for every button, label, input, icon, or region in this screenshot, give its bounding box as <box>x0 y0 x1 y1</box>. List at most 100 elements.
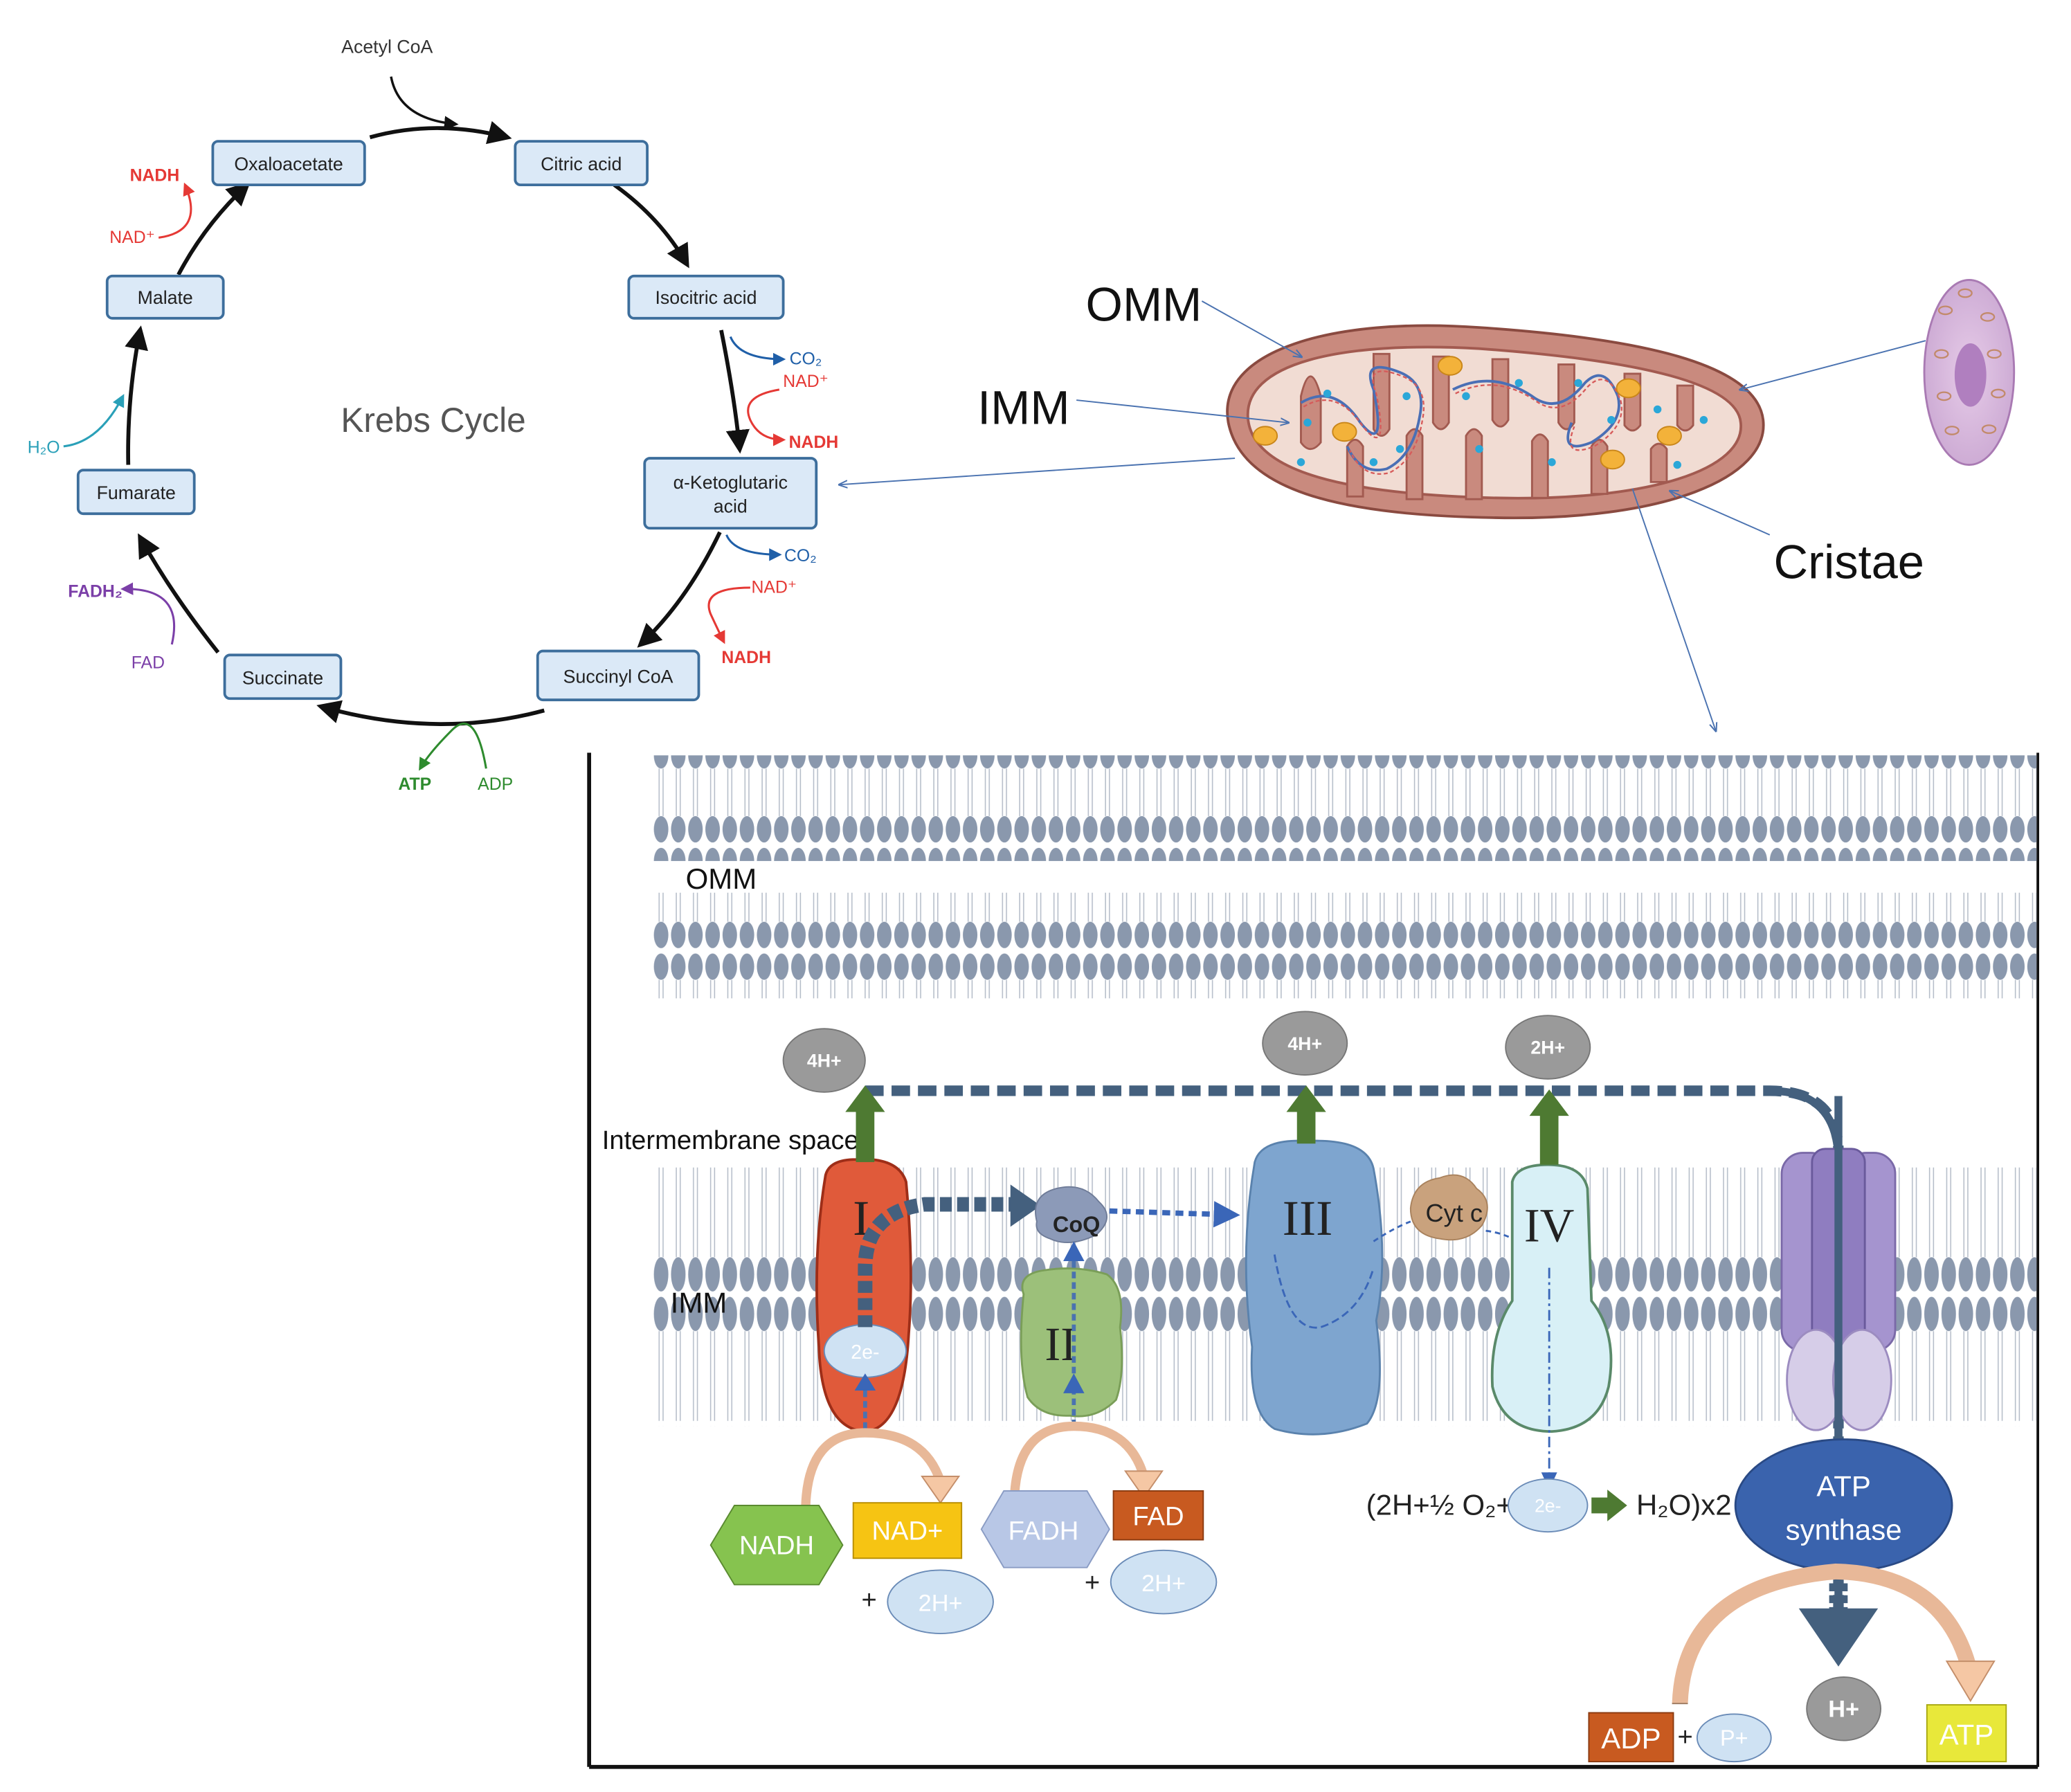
succinyl-atp: ATP <box>398 775 431 794</box>
etc-omm-label: OMM <box>686 862 757 895</box>
atp-label: ATP <box>1939 1718 1994 1750</box>
mito-imm-label: IMM <box>977 381 1070 434</box>
complex-i-4h: 4H+ <box>807 1051 842 1071</box>
oxygen-left: (2H+½ O₂+ <box>1366 1488 1513 1521</box>
h2o-arrow <box>63 394 125 448</box>
complex-iv-label: IV <box>1524 1199 1574 1251</box>
fad-box <box>1112 1490 1204 1541</box>
cyt-c-label: Cyt c <box>1426 1199 1483 1227</box>
malate-nadh-arrow <box>158 182 195 239</box>
fadh-hexagon <box>980 1490 1110 1568</box>
succinyl-adp: ADP <box>478 775 513 794</box>
nad-plus-label: NAD+ <box>872 1517 943 1546</box>
node-akg-label-2: acid <box>714 496 748 516</box>
mito-omm-label: OMM <box>1086 278 1202 332</box>
node-oxaloacetate-label: Oxaloacetate <box>234 154 343 174</box>
krebs-title: Krebs Cycle <box>341 401 525 440</box>
atp-synthase-label-2: synthase <box>1786 1514 1902 1546</box>
mito-granules <box>1252 356 1682 470</box>
complex-i: I 2e- 4H+ <box>782 1028 1041 1433</box>
etc-panel: OMM IMM Intermembrane space I 2e- 4H+ <box>587 752 2039 1769</box>
atp-synthase-proton <box>1806 1676 1882 1741</box>
cell-illustration <box>1741 279 2016 467</box>
adp-group: ADP + P+ <box>1588 1712 1772 1763</box>
oxygen-electron <box>1508 1478 1589 1533</box>
fadh-label: FADH <box>1009 1517 1079 1546</box>
oxygen-reduction: (2H+½ O₂+ 2e- H₂O)x2 <box>1366 1478 1732 1533</box>
mito-cristae-label: Cristae <box>1773 536 1924 589</box>
atp-output: ATP <box>1926 1704 2007 1763</box>
fadh2-arrow <box>120 582 176 645</box>
isocitric-nad-plus: NAD⁺ <box>783 372 828 391</box>
adp-box <box>1588 1712 1674 1763</box>
etc-omm-bilayer-b <box>652 892 2037 999</box>
cycle-arrows <box>125 120 750 726</box>
mtdna-strands-red <box>1303 370 1622 475</box>
cell-to-mito-pointer <box>1741 340 1926 390</box>
phosphate <box>1696 1713 1772 1763</box>
atp-synthase: ATP synthase H+ <box>1672 1096 1996 1741</box>
akg-co2: CO₂ <box>784 547 817 565</box>
akg-nadh: NADH <box>721 649 771 667</box>
malate-nad-plus: NAD⁺ <box>109 228 154 247</box>
complex-iii: III 4H+ <box>1245 1011 1384 1436</box>
nadh-label: NADH <box>739 1531 814 1561</box>
mito-to-akg-pointer <box>840 458 1236 485</box>
node-succinate: Succinate <box>223 653 343 700</box>
akg-co2-arrow <box>725 534 782 561</box>
node-succinate-label: Succinate <box>242 667 323 688</box>
succinate-fad: FAD <box>132 653 165 672</box>
nadh-oxidation: NADH NAD+ + 2H+ <box>709 1428 994 1635</box>
node-alpha-ketoglutaric-acid: α-Ketoglutaric acid <box>643 457 818 530</box>
nadh-2h <box>887 1569 994 1635</box>
node-fumarate-label: Fumarate <box>97 482 176 503</box>
complex-iii-label: III <box>1283 1190 1332 1246</box>
nadh-2h-label: 2H+ <box>919 1591 963 1617</box>
adp-plus: + <box>1678 1722 1693 1752</box>
atp-synthase-head <box>1734 1438 1953 1573</box>
fadh-2h-label: 2H+ <box>1141 1571 1186 1597</box>
isocitric-nadh: NADH <box>789 433 839 452</box>
complex-iv: IV 2H+ <box>1490 1015 1613 1490</box>
mito-omm-pointer <box>1201 300 1301 356</box>
complex-iv-proton <box>1505 1015 1591 1080</box>
iii-to-cytc-route <box>1373 1220 1411 1242</box>
isocitric-co2: CO₂ <box>790 350 822 369</box>
succinate-fadh2: FADH₂ <box>68 582 123 601</box>
nadh-plus: + <box>861 1585 876 1615</box>
node-isocitric-acid-label: Isocitric acid <box>655 287 757 308</box>
complex-ii: II <box>1020 1241 1123 1427</box>
node-citric-acid: Citric acid <box>514 140 649 187</box>
etc-imm-label: IMM <box>671 1286 727 1319</box>
mito-imm-pointer <box>1076 399 1287 422</box>
complex-i-electron-route <box>858 1197 1018 1328</box>
complex-iii-proton <box>1262 1011 1348 1076</box>
krebs-cycle: Krebs Cycle Acetyl CoA Oxaloacetate Citr… <box>28 36 839 794</box>
atp-synthase-label-1: ATP <box>1816 1470 1871 1503</box>
malate-nadh: NADH <box>130 166 180 185</box>
akg-nad-plus: NAD⁺ <box>752 579 797 597</box>
mito-ribosomes <box>1296 379 1708 469</box>
coq: CoQ <box>1035 1186 1107 1244</box>
nad-plus-box <box>852 1502 963 1559</box>
isocitric-co2-arrow <box>729 336 786 366</box>
complex-iv-2h: 2H+ <box>1530 1037 1565 1058</box>
complex-iii-4h: 4H+ <box>1287 1033 1322 1054</box>
acetyl-coa-label: Acetyl CoA <box>341 36 433 57</box>
akg-nadh-arrow <box>707 586 750 644</box>
node-fumarate: Fumarate <box>76 469 196 516</box>
fad-label: FAD <box>1132 1502 1184 1532</box>
fadh-oxidation: FADH FAD + 2H+ <box>980 1421 1218 1615</box>
adp-label: ADP <box>1601 1722 1661 1755</box>
etc-omm-bilayer-a <box>652 755 2037 861</box>
node-malate-label: Malate <box>138 287 193 308</box>
etc-ims-label: Intermembrane space <box>602 1125 859 1155</box>
atp-arrow <box>419 723 487 771</box>
fadh-plus: + <box>1085 1568 1100 1598</box>
node-akg-label-1: α-Ketoglutaric <box>673 472 788 493</box>
node-isocitric-acid: Isocitric acid <box>627 274 785 320</box>
node-succinyl-coa-label: Succinyl CoA <box>563 666 673 687</box>
atp-box <box>1926 1704 2007 1763</box>
fadh-2h <box>1110 1549 1218 1615</box>
